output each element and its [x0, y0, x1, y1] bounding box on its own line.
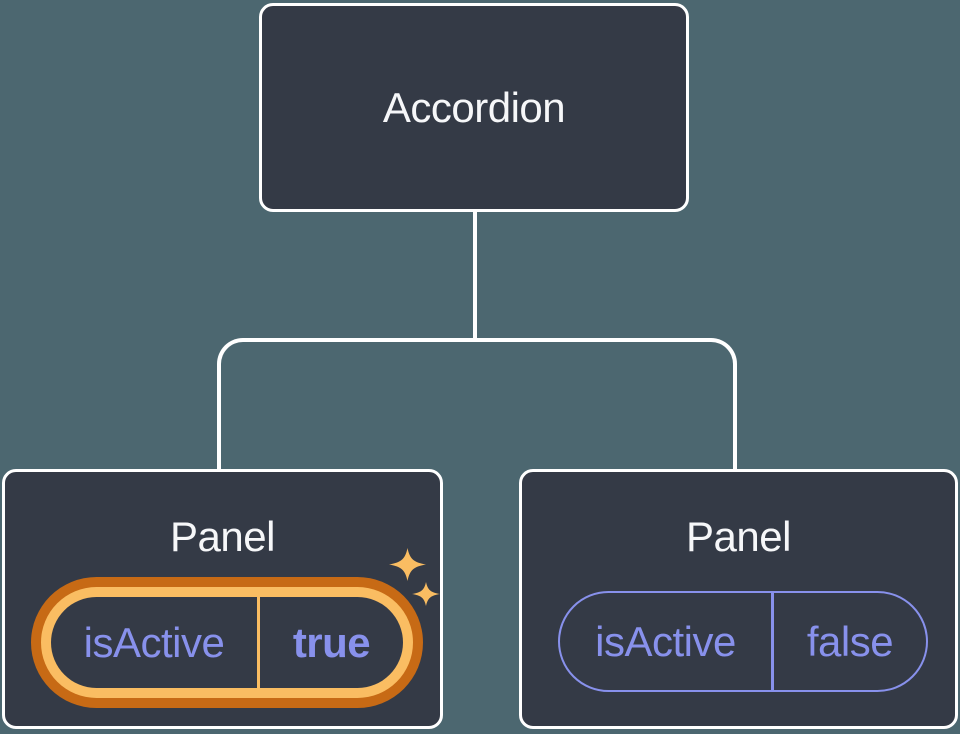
prop-name-label: isActive — [83, 618, 225, 666]
sparkle-icon-small — [412, 582, 440, 606]
connector-root-stem — [473, 210, 477, 342]
prop-name-label: isActive — [595, 617, 736, 665]
prop-value-label: true — [292, 618, 371, 666]
sparkle-icon-large — [389, 548, 426, 581]
accordion-node: Accordion — [259, 3, 689, 212]
prop-pill-active-highlight: isActive true — [31, 577, 423, 708]
prop-pill-inactive: isActive false — [558, 591, 928, 692]
panel-node-label: Panel — [686, 513, 791, 560]
pill-divider — [771, 593, 774, 690]
accordion-node-label: Accordion — [382, 83, 566, 131]
prop-pill-active: isActive true — [51, 597, 403, 688]
panel-node-active: Panel isActive true — [2, 469, 443, 729]
prop-pill-active-inner-ring: isActive true — [41, 587, 413, 698]
prop-value-label: false — [806, 617, 894, 665]
connector-branch-bracket — [217, 338, 737, 469]
pill-divider — [257, 597, 260, 688]
panel-node-inactive: Panel isActive false — [519, 469, 958, 729]
panel-node-label: Panel — [170, 513, 275, 560]
